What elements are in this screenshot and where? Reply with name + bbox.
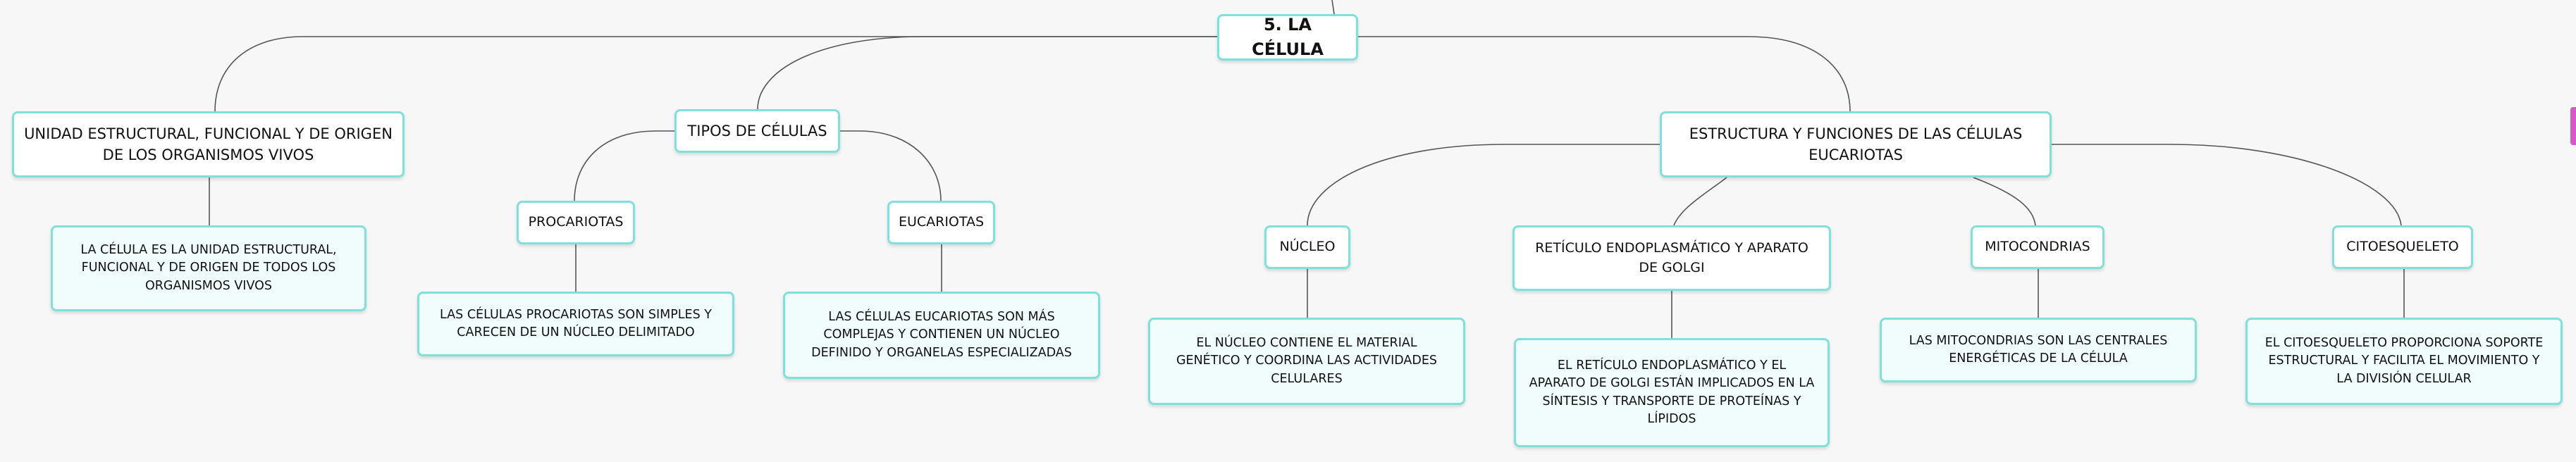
mitocondrias-node[interactable]: MITOCONDRIAS: [1971, 225, 2104, 269]
detail-citoesqueleto-label: EL CITOESQUELETO PROPORCIONA SOPORTE EST…: [2264, 335, 2544, 386]
detail-procariotas-node[interactable]: LAS CÉLULAS PROCARIOTAS SON SIMPLES Y CA…: [417, 292, 734, 356]
connector-estructura-to-citoesqueleto: [2052, 144, 2402, 226]
root-node[interactable]: 5. LA CÉLULA: [1217, 14, 1358, 61]
detail-nucleo-node[interactable]: EL NÚCLEO CONTIENE EL MATERIAL GENÉTICO …: [1148, 318, 1465, 405]
procariotas-node[interactable]: PROCARIOTAS: [517, 201, 635, 244]
branch-estructura-label: ESTRUCTURA Y FUNCIONES DE LAS CÉLULAS EU…: [1689, 125, 2023, 163]
connector-root-to-tipos: [757, 36, 1217, 110]
detail-nucleo-label: EL NÚCLEO CONTIENE EL MATERIAL GENÉTICO …: [1176, 335, 1438, 386]
detail-citoesqueleto-node[interactable]: EL CITOESQUELETO PROPORCIONA SOPORTE EST…: [2245, 318, 2563, 405]
detail-mitocondrias-label: LAS MITOCONDRIAS SON LAS CENTRALES ENERG…: [1909, 333, 2168, 366]
mitocondrias-label: MITOCONDRIAS: [1985, 239, 2090, 255]
branch-tipos-label: TIPOS DE CÉLULAS: [687, 122, 827, 139]
eucariotas-node[interactable]: EUCARIOTAS: [887, 201, 995, 244]
connector-tipos-to-procariotas: [574, 130, 674, 201]
connector-estructura-to-mitocondrias: [1973, 177, 2036, 226]
detail-reticulo-label: EL RETÍCULO ENDOPLASMÁTICO Y EL APARATO …: [1529, 358, 1815, 426]
connector-estructura-to-reticulo: [1673, 177, 1727, 226]
reticulo-label: RETÍCULO ENDOPLASMÁTICO Y APARATO DE GOL…: [1535, 239, 1808, 275]
connector-estructura-to-nucleo: [1307, 144, 1660, 226]
connector-root-to-unidad: [214, 36, 1217, 112]
branch-unidad-node[interactable]: UNIDAD ESTRUCTURAL, FUNCIONAL Y DE ORIGE…: [12, 111, 405, 177]
procariotas-label: PROCARIOTAS: [528, 214, 624, 230]
detail-reticulo-node[interactable]: EL RETÍCULO ENDOPLASMÁTICO Y EL APARATO …: [1514, 338, 1830, 447]
nucleo-label: NÚCLEO: [1279, 239, 1336, 255]
side-panel-handle[interactable]: [2570, 107, 2576, 145]
connector-root-top: [1331, 0, 1335, 15]
detail-mitocondrias-node[interactable]: LAS MITOCONDRIAS SON LAS CENTRALES ENERG…: [1880, 318, 2197, 382]
reticulo-node[interactable]: RETÍCULO ENDOPLASMÁTICO Y APARATO DE GOL…: [1512, 225, 1831, 291]
detail-unidad-label: LA CÉLULA ES LA UNIDAD ESTRUCTURAL, FUNC…: [80, 242, 337, 293]
branch-unidad-label: UNIDAD ESTRUCTURAL, FUNCIONAL Y DE ORIGE…: [24, 125, 393, 163]
branch-estructura-node[interactable]: ESTRUCTURA Y FUNCIONES DE LAS CÉLULAS EU…: [1660, 111, 2052, 177]
nucleo-node[interactable]: NÚCLEO: [1264, 225, 1350, 269]
eucariotas-label: EUCARIOTAS: [898, 214, 985, 230]
detail-unidad-node[interactable]: LA CÉLULA ES LA UNIDAD ESTRUCTURAL, FUNC…: [51, 225, 366, 311]
citoesqueleto-node[interactable]: CITOESQUELETO: [2332, 225, 2473, 269]
detail-eucariotas-label: LAS CÉLULAS EUCARIOTAS SON MÁS COMPLEJAS…: [811, 309, 1072, 360]
connector-tipos-to-eucariotas: [840, 130, 942, 201]
citoesqueleto-label: CITOESQUELETO: [2346, 239, 2459, 255]
branch-tipos-node[interactable]: TIPOS DE CÉLULAS: [674, 109, 840, 153]
connector-root-to-estructura: [1358, 36, 1851, 112]
detail-procariotas-label: LAS CÉLULAS PROCARIOTAS SON SIMPLES Y CA…: [440, 307, 712, 339]
detail-eucariotas-node[interactable]: LAS CÉLULAS EUCARIOTAS SON MÁS COMPLEJAS…: [783, 292, 1100, 379]
root-label: 5. LA CÉLULA: [1252, 15, 1324, 59]
